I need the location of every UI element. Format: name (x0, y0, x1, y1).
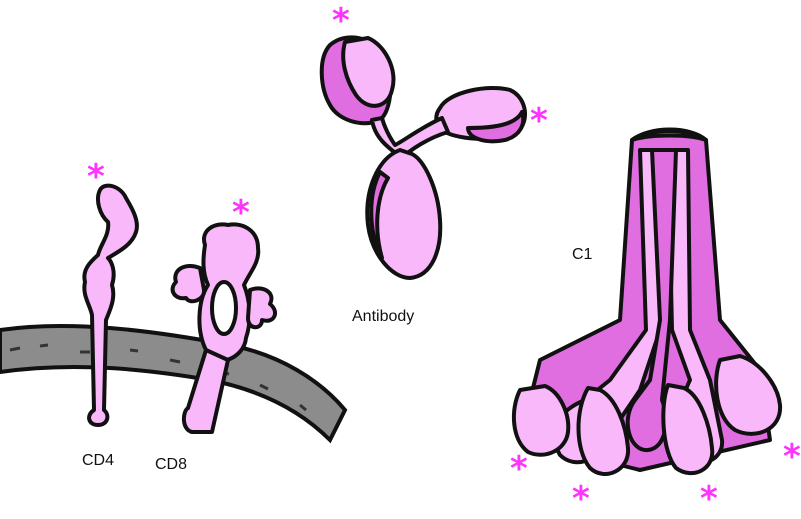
label-c1: C1 (572, 246, 592, 264)
label-antibody: Antibody (352, 308, 414, 326)
binding-site-marker-c1-2: * (572, 482, 590, 516)
cell-membrane (0, 326, 345, 440)
cd8-molecule (173, 224, 275, 432)
binding-site-marker-cd4: * (87, 160, 105, 194)
binding-site-marker-antibody-right: * (530, 104, 548, 138)
binding-site-marker-cd8: * (232, 196, 250, 230)
binding-site-marker-antibody-top: * (332, 4, 350, 38)
binding-site-marker-c1-3: * (700, 482, 718, 516)
label-cd4: CD4 (82, 452, 114, 470)
antibody-molecule (322, 37, 525, 278)
cd4-molecule (84, 186, 137, 425)
binding-site-marker-c1-1: * (510, 452, 528, 486)
c1-complex (514, 130, 780, 475)
binding-site-marker-c1-4: * (783, 440, 801, 474)
label-cd8: CD8 (155, 456, 187, 474)
